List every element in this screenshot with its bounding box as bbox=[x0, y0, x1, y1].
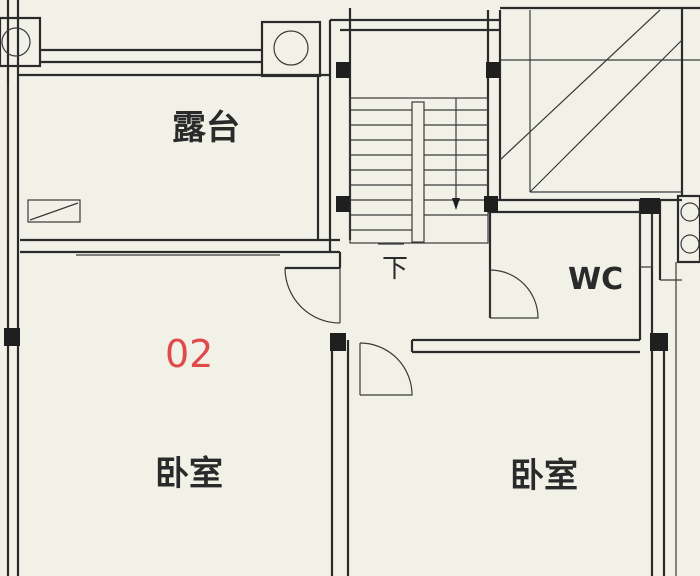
vent-circle-icon bbox=[1, 27, 31, 57]
stair-arrow-head-icon bbox=[452, 198, 460, 210]
vent-middle bbox=[260, 20, 322, 78]
door-swing-icon bbox=[489, 269, 539, 319]
vent-right bbox=[676, 194, 700, 264]
stairwell bbox=[330, 8, 502, 245]
structural-columns bbox=[4, 62, 668, 351]
door-swing-icon bbox=[359, 342, 413, 396]
vent-circle-icon bbox=[680, 202, 700, 222]
bedroom-right-label: 卧室 bbox=[510, 456, 578, 496]
wc-fixture bbox=[639, 211, 653, 268]
terrace-area bbox=[18, 20, 340, 256]
bedroom-left-label: 卧室 bbox=[155, 454, 223, 494]
unit-number-label: 02 bbox=[165, 332, 214, 376]
wc-label: WC bbox=[568, 262, 624, 297]
bedroom-walls bbox=[330, 262, 677, 576]
vent-circle-icon bbox=[680, 234, 700, 254]
corridor-area bbox=[284, 252, 640, 396]
terrace-fixture bbox=[27, 199, 81, 223]
terrace-label: 露台 bbox=[172, 108, 240, 148]
vent-left bbox=[0, 16, 42, 68]
door-swing-icon bbox=[284, 267, 341, 324]
vent-circle-icon bbox=[273, 30, 309, 66]
left-edge-wall bbox=[6, 0, 20, 576]
stair-handrail bbox=[411, 101, 425, 243]
stairs-down-label: 下 bbox=[382, 254, 409, 284]
right-upper-area bbox=[499, 6, 700, 196]
